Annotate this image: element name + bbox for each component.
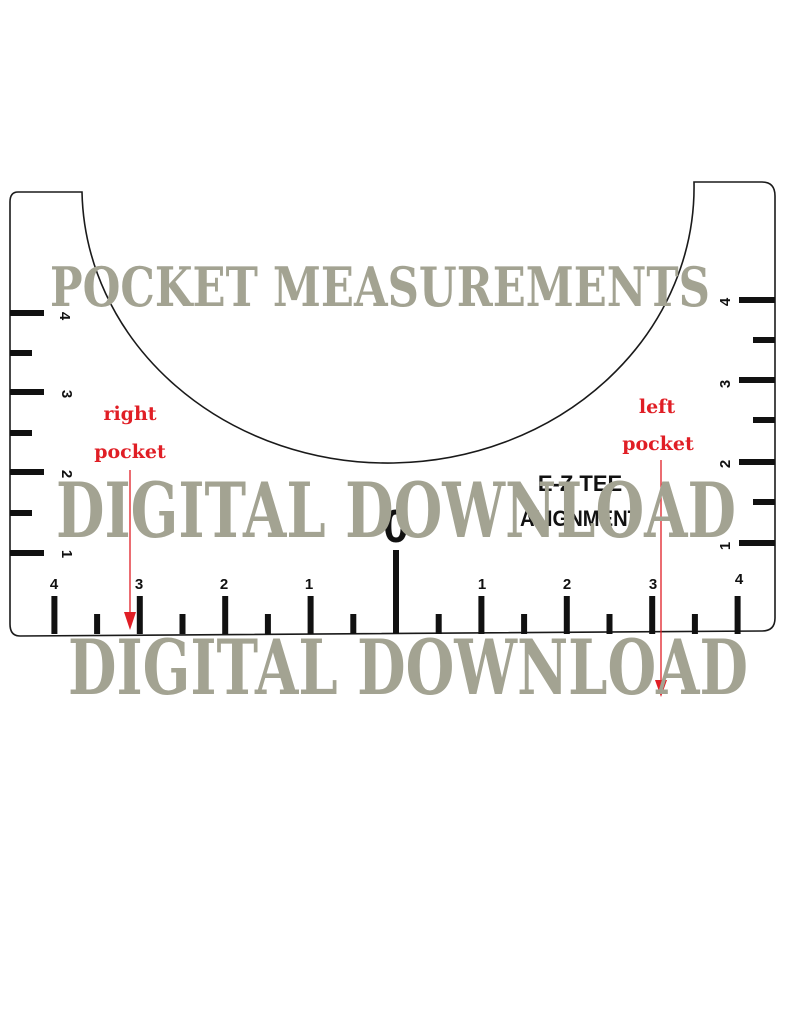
ruler-outline — [9, 181, 776, 637]
right-side-tick — [739, 459, 775, 465]
bottom-tick — [222, 596, 229, 634]
bottom-label-left-2: 2 — [220, 576, 228, 593]
left-pocket-arrow-head — [655, 680, 667, 697]
right-tick-marks — [739, 297, 775, 546]
bottom-label-left-1: 1 — [305, 576, 313, 593]
right-side-tick — [739, 297, 775, 303]
watermark-line-1: DIGITAL DOWNLOAD — [56, 466, 736, 555]
left-side-tick — [10, 350, 32, 356]
bottom-tick — [179, 614, 186, 634]
brand-line-2: ALIGNMENT — [520, 506, 641, 531]
bottom-label-left-4: 4 — [50, 576, 59, 593]
bottom-tick — [478, 596, 485, 634]
right-side-label-2: 2 — [717, 460, 734, 468]
left-side-label-2: 2 — [58, 470, 75, 478]
right-side-label-4: 4 — [717, 297, 734, 306]
left-pocket-label-line1: left — [639, 396, 675, 418]
bottom-tick — [691, 614, 698, 634]
bottom-tick — [435, 614, 442, 634]
bottom-label-left-3: 3 — [135, 576, 143, 593]
bottom-tick — [563, 596, 570, 634]
left-side-tick — [10, 389, 44, 395]
watermark-line-2: DIGITAL DOWNLOAD — [68, 623, 748, 712]
left-side-label-4: 4 — [56, 312, 73, 321]
right-side-tick — [739, 540, 775, 546]
bottom-label-right-2: 2 — [563, 576, 571, 593]
bottom-tick — [264, 614, 271, 634]
right-side-tick — [753, 337, 775, 343]
bottom-tick — [606, 614, 613, 634]
left-side-label-1: 1 — [58, 550, 75, 558]
bottom-tick — [649, 596, 656, 634]
right-pocket-label-line2: pocket — [94, 441, 166, 463]
bottom-tick — [94, 614, 101, 634]
bottom-tick — [734, 596, 741, 634]
bottom-tick — [307, 596, 314, 634]
bottom-label-right-1: 1 — [478, 576, 486, 593]
bottom-tick — [136, 596, 143, 634]
right-side-tick — [739, 377, 775, 383]
left-side-tick — [10, 550, 44, 556]
bottom-tick-center — [393, 550, 399, 634]
right-pocket-label-line1: right — [103, 403, 156, 425]
bottom-label-right-3: 3 — [649, 576, 657, 593]
brand-line-1: E-Z TEE — [538, 471, 622, 496]
left-pocket-label-line2: pocket — [622, 433, 694, 455]
left-tick-marks — [10, 310, 44, 556]
left-side-tick — [10, 510, 32, 516]
title-overlay: POCKET MEASUREMENTS — [50, 255, 710, 319]
left-side-tick — [10, 430, 32, 436]
bottom-label-right-4: 4 — [735, 571, 744, 588]
left-side-tick — [10, 310, 44, 316]
bottom-tick — [51, 596, 58, 634]
bottom-tick — [521, 614, 528, 634]
bottom-tick — [350, 614, 357, 634]
right-side-tick — [753, 499, 775, 505]
right-side-tick — [753, 417, 775, 423]
left-side-tick — [10, 469, 44, 475]
right-side-label-3: 3 — [717, 380, 734, 388]
center-zero-label: 0 — [383, 500, 409, 552]
bottom-tick-marks — [51, 550, 741, 634]
left-side-label-3: 3 — [58, 390, 75, 398]
right-side-label-1: 1 — [717, 542, 734, 550]
right-pocket-arrow-head — [124, 612, 136, 630]
